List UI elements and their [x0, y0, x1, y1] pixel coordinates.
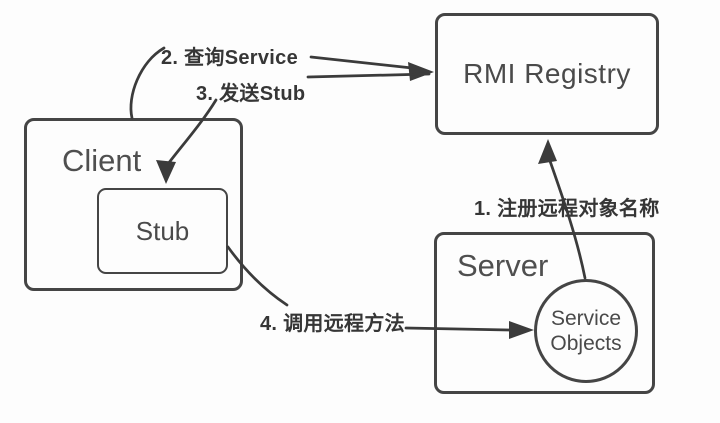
- query-service-leader-curve: [129, 46, 166, 120]
- stub-label: Stub: [135, 215, 190, 246]
- service-objects-circle: Service Objects: [534, 279, 638, 383]
- send-stub-line: [306, 72, 431, 79]
- query-service-arrowhead: [408, 62, 434, 81]
- service-objects-label-line2: Objects: [550, 332, 622, 355]
- rmi-registry-box: RMI Registry: [435, 13, 659, 135]
- query-service-line: [309, 55, 414, 70]
- service-objects-label-line1: Service: [550, 307, 622, 330]
- stub-box: Stub: [97, 188, 228, 274]
- client-label: Client: [62, 143, 142, 178]
- step3-send-stub-label: 3. 发送Stub: [196, 83, 306, 105]
- step1-register-label: 1. 注册远程对象名称: [474, 198, 660, 220]
- step4-invoke-label: 4. 调用远程方法: [260, 313, 405, 335]
- step2-query-label: 2. 查询Service: [161, 47, 299, 69]
- register-arrowhead: [538, 139, 557, 164]
- server-label: Server: [457, 248, 549, 283]
- rmi-registry-label: RMI Registry: [463, 58, 631, 89]
